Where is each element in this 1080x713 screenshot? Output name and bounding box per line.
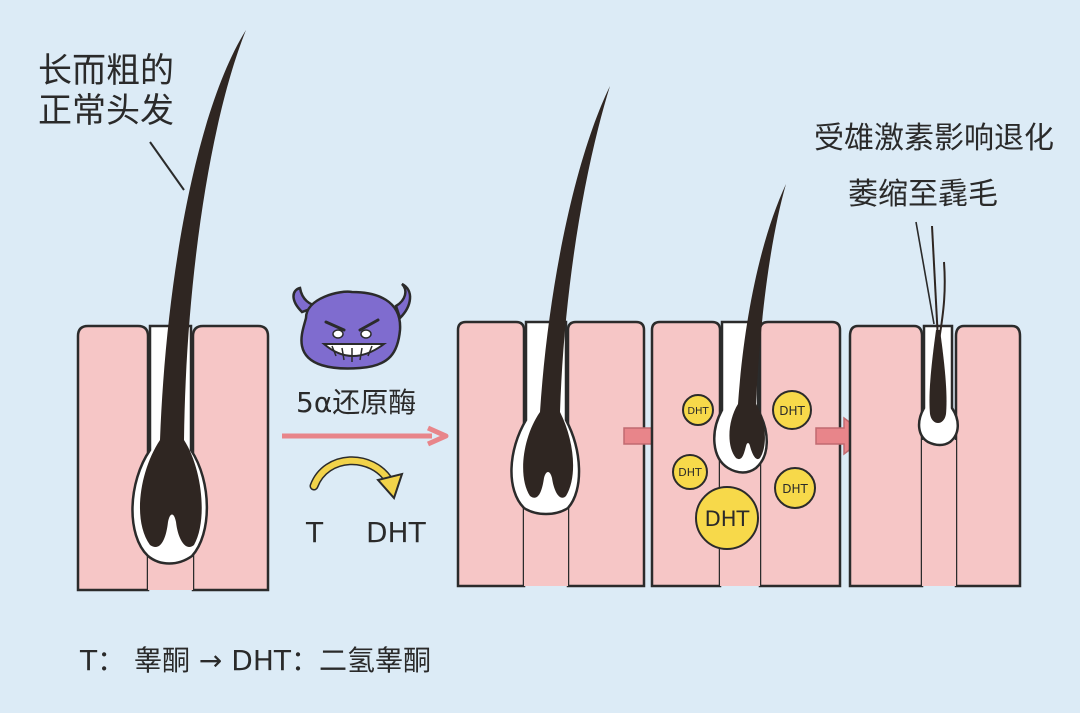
dht-bubble: DHT [672, 454, 708, 490]
label-normal-line2: 正常头发 [38, 91, 174, 131]
panel-miniaturized-follicle: 受雄激素影响退化 萎缩至毳毛 [814, 121, 1054, 588]
enzyme-group: 5α还原酶 T DHT [282, 282, 449, 549]
legend-text: T： 睾酮 → DHT：二氢睾酮 [79, 644, 431, 677]
vellus-hair-strand [938, 261, 946, 341]
hair-shaft [139, 30, 246, 548]
conversion-from: T [305, 516, 324, 549]
label-leader-line [149, 141, 185, 191]
enzyme-label: 5α还原酶 [296, 386, 416, 419]
svg-text:DHT: DHT [705, 507, 750, 531]
svg-text:DHT: DHT [678, 466, 702, 479]
label-leader-line [915, 221, 935, 325]
hair-shaft [523, 86, 610, 498]
vellus-hair-bulb [929, 330, 947, 423]
skin-block-left [76, 324, 150, 592]
hair-shaft [729, 184, 786, 460]
label-miniaturized-line1: 受雄激素影响退化 [814, 121, 1054, 156]
panel-follicle-dht: DHT DHT DHT DHT DHT [650, 184, 842, 588]
svg-text:DHT: DHT [779, 404, 805, 418]
skin-block-right [758, 320, 842, 588]
curved-arrow-icon [309, 456, 404, 500]
conversion-to: DHT [366, 516, 427, 549]
devil-monster-icon [292, 282, 412, 370]
panel-follicle-stage2 [456, 86, 646, 588]
skin-block-left [456, 320, 526, 588]
skin-block-right [566, 320, 646, 588]
skin-block-right [191, 324, 270, 592]
conversion-arrow-main [282, 425, 449, 447]
label-normal-line1: 长而粗的 [38, 51, 174, 91]
panel-normal-follicle: 长而粗的 正常头发 [38, 30, 270, 592]
dht-bubble: DHT [774, 467, 816, 509]
skin-block-left [650, 320, 722, 588]
dht-bubble: DHT [695, 486, 759, 550]
dht-bubble: DHT [682, 394, 714, 426]
dht-bubble: DHT [772, 390, 812, 430]
svg-text:DHT: DHT [782, 482, 808, 496]
skin-block-right [954, 324, 1022, 588]
svg-text:DHT: DHT [687, 406, 709, 417]
skin-well [922, 440, 956, 586]
skin-block-left [848, 324, 924, 588]
vellus-hair-strand [931, 225, 939, 341]
label-miniaturized-line2: 萎缩至毳毛 [848, 177, 998, 212]
